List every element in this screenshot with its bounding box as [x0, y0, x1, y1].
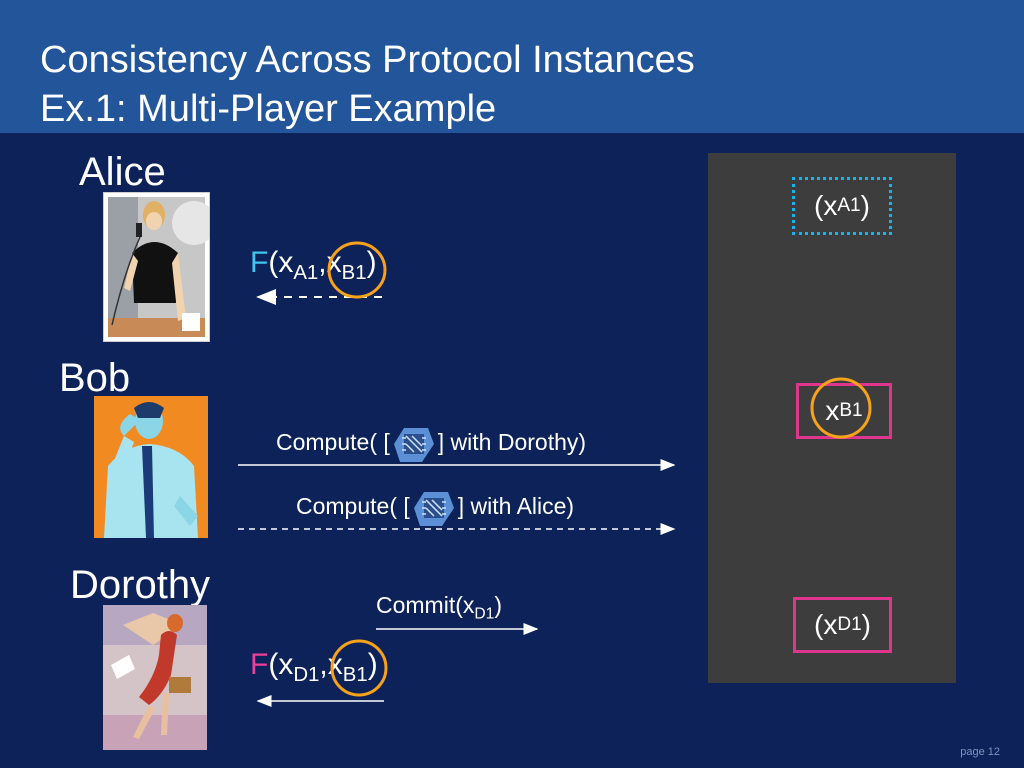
dorothy-f-symbol: F — [250, 648, 269, 681]
alice-label: Alice — [79, 150, 166, 194]
title-bar: Consistency Across Protocol Instances Ex… — [0, 0, 1024, 133]
xd1-close: ) — [861, 609, 871, 640]
alice-f-close: ) — [366, 246, 377, 279]
circuit-chip-icon — [390, 424, 438, 464]
compute-with-dorothy-label: Compute( [ ] with Dorothy) — [276, 424, 586, 464]
alice-photo — [103, 192, 210, 342]
dorothy-f-sub1: D1 — [293, 664, 320, 687]
xd1-sub: D1 — [837, 614, 862, 635]
xa1-text: (x — [814, 190, 838, 221]
xa1-close: ) — [860, 190, 870, 221]
bob-photo — [94, 396, 208, 538]
server-panel — [708, 153, 956, 683]
commit-pre: Commit(x — [376, 592, 475, 618]
compute-with-alice-label: Compute( [ ] with Alice) — [296, 488, 574, 528]
alice-f-symbol: F — [250, 246, 269, 279]
dorothy-label: Dorothy — [70, 563, 211, 607]
dorothy-photo — [103, 605, 207, 750]
commit-sub: D1 — [474, 605, 495, 623]
slide-title: Consistency Across Protocol Instances — [40, 39, 695, 81]
compute1-pre: Compute( [ — [276, 429, 390, 456]
dorothy-xb1-circle — [330, 639, 388, 697]
slide-subtitle: Ex.1: Multi-Player Example — [40, 88, 497, 130]
dorothy-f-sub2: B1 — [342, 664, 368, 687]
compute1-post: ] with Dorothy) — [437, 429, 587, 456]
alice-f-open: (x — [268, 246, 294, 279]
commit-label: Commit(xD1) — [376, 592, 502, 623]
dorothy-f-close: ) — [367, 648, 378, 681]
xb1-text: x — [825, 395, 840, 426]
xb1-sub: B1 — [839, 400, 863, 421]
xd1-text: (x — [814, 609, 838, 640]
alice-f-sub2: B1 — [341, 262, 367, 285]
xa1-sub: A1 — [837, 195, 861, 216]
circuit-chip-icon — [410, 488, 458, 528]
server-xb1-circle — [810, 377, 872, 439]
compute2-post: ] with Alice) — [457, 493, 575, 520]
dorothy-f-formula: F(xD1,xB1) — [250, 648, 378, 687]
bob-label: Bob — [59, 356, 131, 400]
dorothy-f-open: (x — [268, 648, 294, 681]
compute2-pre: Compute( [ — [296, 493, 410, 520]
alice-f-sub1: A1 — [293, 262, 319, 285]
commit-post: ) — [494, 592, 503, 618]
alice-xb1-circle — [327, 241, 387, 299]
page-number: page 12 — [960, 746, 1000, 758]
